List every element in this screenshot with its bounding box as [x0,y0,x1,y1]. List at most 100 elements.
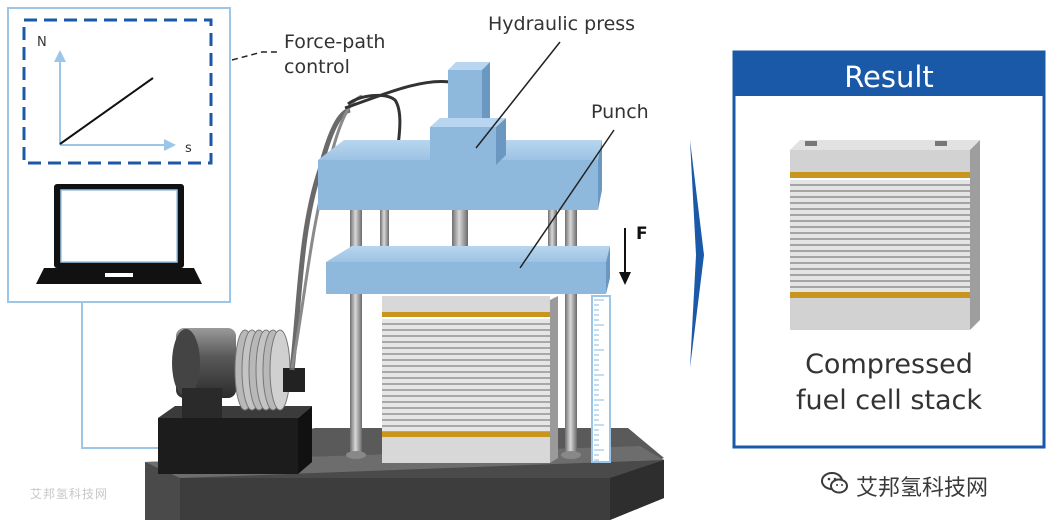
result-stack-plate-gap [790,286,970,288]
label-hydraulic-press: Hydraulic press [488,13,636,35]
stack-plate [382,337,550,341]
result-stack-plate-gap [790,238,970,240]
hydraulic-leader [475,41,561,149]
result-stack-plate-gap [790,208,970,210]
stack-plate-gap [382,323,550,325]
stack-plate-gap [382,335,550,337]
result-stack-plate [790,240,970,244]
press-stack [382,296,558,463]
force-arrow-icon [619,228,631,285]
stack-plate-gap [382,371,550,373]
result-stack-plate [790,276,970,280]
column-left [350,205,362,455]
result-caption: Compressed fuel cell stack [795,349,983,416]
graph-x-label: s [185,141,192,156]
stack-plate [382,391,550,395]
stack-plate [382,421,550,425]
result-stack-plate-gap [790,220,970,222]
result-stack-plate [790,288,970,292]
ruler [591,295,611,463]
label-force-path: Force-path control [284,31,386,78]
base-front [180,478,610,520]
column-right [565,205,577,455]
motor-block-side [298,406,312,474]
result-stack-plate [790,210,970,214]
result-stack-plate [790,198,970,202]
stack-plate-gap [382,419,550,421]
stack-plate [382,415,550,419]
graph-line [59,77,154,145]
stack-plate [382,343,550,347]
stack-plate [382,403,550,407]
stack-plate-gap [382,329,550,331]
laptop-icon [36,184,202,284]
result-stack-plate-gap [790,214,970,216]
control-cable [81,302,158,449]
stack-plate [382,373,550,377]
result-title: Result [844,60,934,94]
result-stack-plate [790,222,970,226]
top-cable [344,79,451,110]
stack-plate-gap [382,413,550,415]
force-path-graph-box [22,18,213,165]
label-force: F [636,224,648,244]
stack-plate-gap [382,353,550,355]
result-stack-plate-gap [790,202,970,204]
hydraulic-hose [289,107,351,371]
punch-leader [519,129,615,269]
result-stack-plate [790,252,970,256]
stack-plate-gap [382,359,550,361]
stack-plate-gap [382,425,550,427]
signal-cable [347,93,402,147]
hydraulic-cylinder [430,62,506,165]
stack-plate-gap [382,347,550,349]
result-stack-plate-gap [790,226,970,228]
result-stack-plate [790,204,970,208]
punch-plate [326,246,610,294]
stack-plate-gap [382,365,550,367]
result-stack-plate [790,216,970,220]
stack-plate-gap [382,407,550,409]
result-stack-plate-gap [790,262,970,264]
stack-plate [382,409,550,413]
result-stack-plate [790,228,970,232]
stack-plate-gap [382,395,550,397]
motor-block [158,418,298,474]
label-punch: Punch [591,101,649,123]
watermark-left: 艾邦氢科技网 [30,487,109,501]
motor [172,328,305,418]
stack-plate [382,355,550,359]
arrow-right-icon [690,140,704,368]
result-stack-plate-gap [790,274,970,276]
result-stack-plate-gap [790,184,970,186]
result-title-bar [734,52,1044,96]
result-stack-plate-gap [790,280,970,282]
stack-plate-gap [382,341,550,343]
stack-plate [382,331,550,335]
result-stack-plate [790,264,970,268]
stack-plate [382,427,550,431]
result-stack-plate-gap [790,190,970,192]
watermark-right: 艾邦氢科技网 [856,476,989,501]
result-stack-plate [790,180,970,184]
stack-plate-gap [382,377,550,379]
base-right [610,460,664,520]
stack-plate [382,367,550,371]
result-stack-plate-gap [790,232,970,234]
compressed-stack [790,140,980,330]
result-stack-plate [790,186,970,190]
wechat-icon [821,472,848,494]
stack-plate [382,319,550,323]
result-stack-plate [790,282,970,286]
stack-plate [382,379,550,383]
column-left-back [380,205,389,255]
stack-plate-gap [382,401,550,403]
stack-plate [382,397,550,401]
stack-plate [382,349,550,353]
result-stack-plate [790,246,970,250]
stack-plate [382,361,550,365]
force-path-leader [231,51,280,61]
graph-x-arrow [164,139,176,151]
column-right-back [548,205,557,255]
